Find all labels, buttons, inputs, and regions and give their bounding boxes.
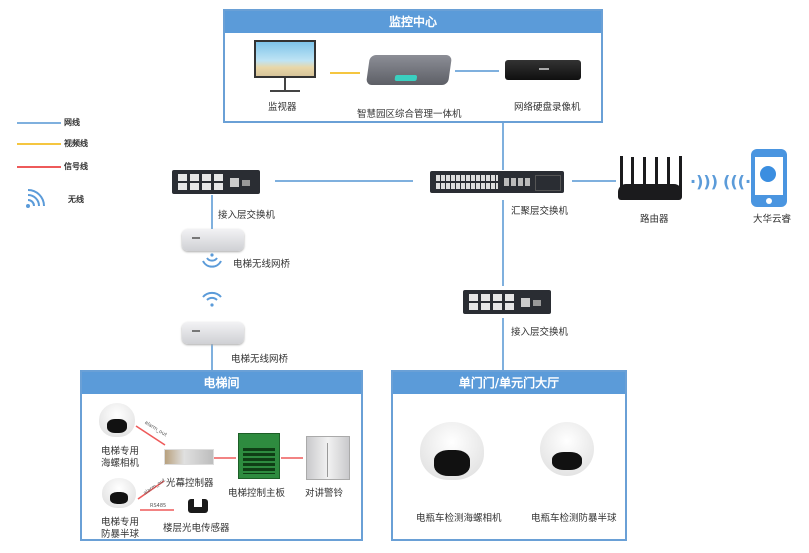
monitor-base <box>270 90 300 92</box>
legend-signal-label: 信号线 <box>64 162 88 171</box>
monitor-stand <box>284 78 286 92</box>
monitoring-center-title: 监控中心 <box>225 11 601 33</box>
aggregation-to-access-right-line <box>502 200 504 286</box>
monitor-icon <box>254 40 316 78</box>
lobby-title: 单门门/单元门大厅 <box>393 372 625 394</box>
elevator-control-board-icon <box>238 433 280 479</box>
wireless-bridge-top-icon <box>182 229 244 251</box>
aggregation-switch-label: 汇聚层交换机 <box>511 206 569 217</box>
bridge-to-elevator-line <box>211 343 213 371</box>
floor-sensor-icon <box>188 499 208 513</box>
cloud-app-phone-icon <box>751 149 787 207</box>
nvr-label: 网络硬盘录像机 <box>514 102 581 113</box>
wireless-signal-out-icon: ·))) <box>690 172 719 191</box>
rs485-label: RS485 <box>150 503 167 509</box>
access-to-aggregation-line <box>275 180 413 182</box>
elevator-turret-camera-label-2: 海螺相机 <box>101 458 140 469</box>
wireless-bridge-bottom-label: 电梯无线网桥 <box>231 354 289 365</box>
management-server-icon <box>365 55 453 85</box>
elevator-dome-camera-label-2: 防暴半球 <box>101 529 140 540</box>
monitor-to-server-video-line <box>330 72 360 74</box>
lobby-dome-camera-label: 电瓶车检测防暴半球 <box>531 513 617 524</box>
wifi-up-icon <box>202 291 222 307</box>
legend-signal-line <box>17 166 61 168</box>
legend-wireless-label: 无线 <box>68 195 84 204</box>
nvr-to-aggregation-line <box>502 118 504 170</box>
aggregation-to-router-line <box>572 180 616 182</box>
aggregation-switch-icon <box>430 171 564 193</box>
elevator-dome-camera-label-1: 电梯专用 <box>101 517 140 528</box>
access-to-lobby-line <box>502 318 504 370</box>
legend-video-line <box>17 143 61 145</box>
server-to-nvr-line <box>455 70 499 72</box>
floor-sensor-label: 楼层光电传感器 <box>163 523 230 534</box>
access-switch-right-label: 接入层交换机 <box>511 327 569 338</box>
intercom-alarm-label: 对讲警铃 <box>305 488 344 499</box>
wireless-signal-in-icon: (((· <box>723 172 752 191</box>
wireless-bridge-bottom-icon <box>182 322 244 344</box>
intercom-alarm-icon <box>306 436 350 480</box>
legend-network-label: 网线 <box>64 118 80 127</box>
nvr-icon <box>505 60 581 80</box>
wifi-icon <box>26 189 45 208</box>
legend-video-label: 视频线 <box>64 139 88 148</box>
access-switch-right-icon <box>463 290 551 314</box>
elevator-room-title: 电梯间 <box>82 372 361 394</box>
elevator-turret-camera-label-1: 电梯专用 <box>101 446 140 457</box>
elevator-turret-camera-icon <box>99 403 135 437</box>
access-switch-top-label: 接入层交换机 <box>218 210 276 221</box>
lobby-turret-camera-icon <box>420 422 484 480</box>
access-switch-top-icon <box>172 170 260 194</box>
management-server-label: 智慧园区综合管理一体机 <box>357 109 462 120</box>
wifi-down-icon <box>202 253 222 268</box>
cloud-app-label: 大华云睿 <box>753 214 792 225</box>
router-label: 路由器 <box>640 214 669 225</box>
elevator-dome-camera-icon <box>102 478 136 508</box>
access-to-bridge-line <box>211 195 213 229</box>
lobby-dome-camera-icon <box>540 422 594 476</box>
legend-network-line <box>17 122 61 124</box>
light-curtain-icon <box>164 449 214 465</box>
wireless-bridge-top-label: 电梯无线网桥 <box>233 259 291 270</box>
monitor-label: 监视器 <box>268 102 297 113</box>
lobby-turret-camera-label: 电瓶车检测海螺相机 <box>416 513 502 524</box>
light-curtain-label: 光幕控制器 <box>166 478 214 489</box>
elevator-control-board-label: 电梯控制主板 <box>228 488 286 499</box>
